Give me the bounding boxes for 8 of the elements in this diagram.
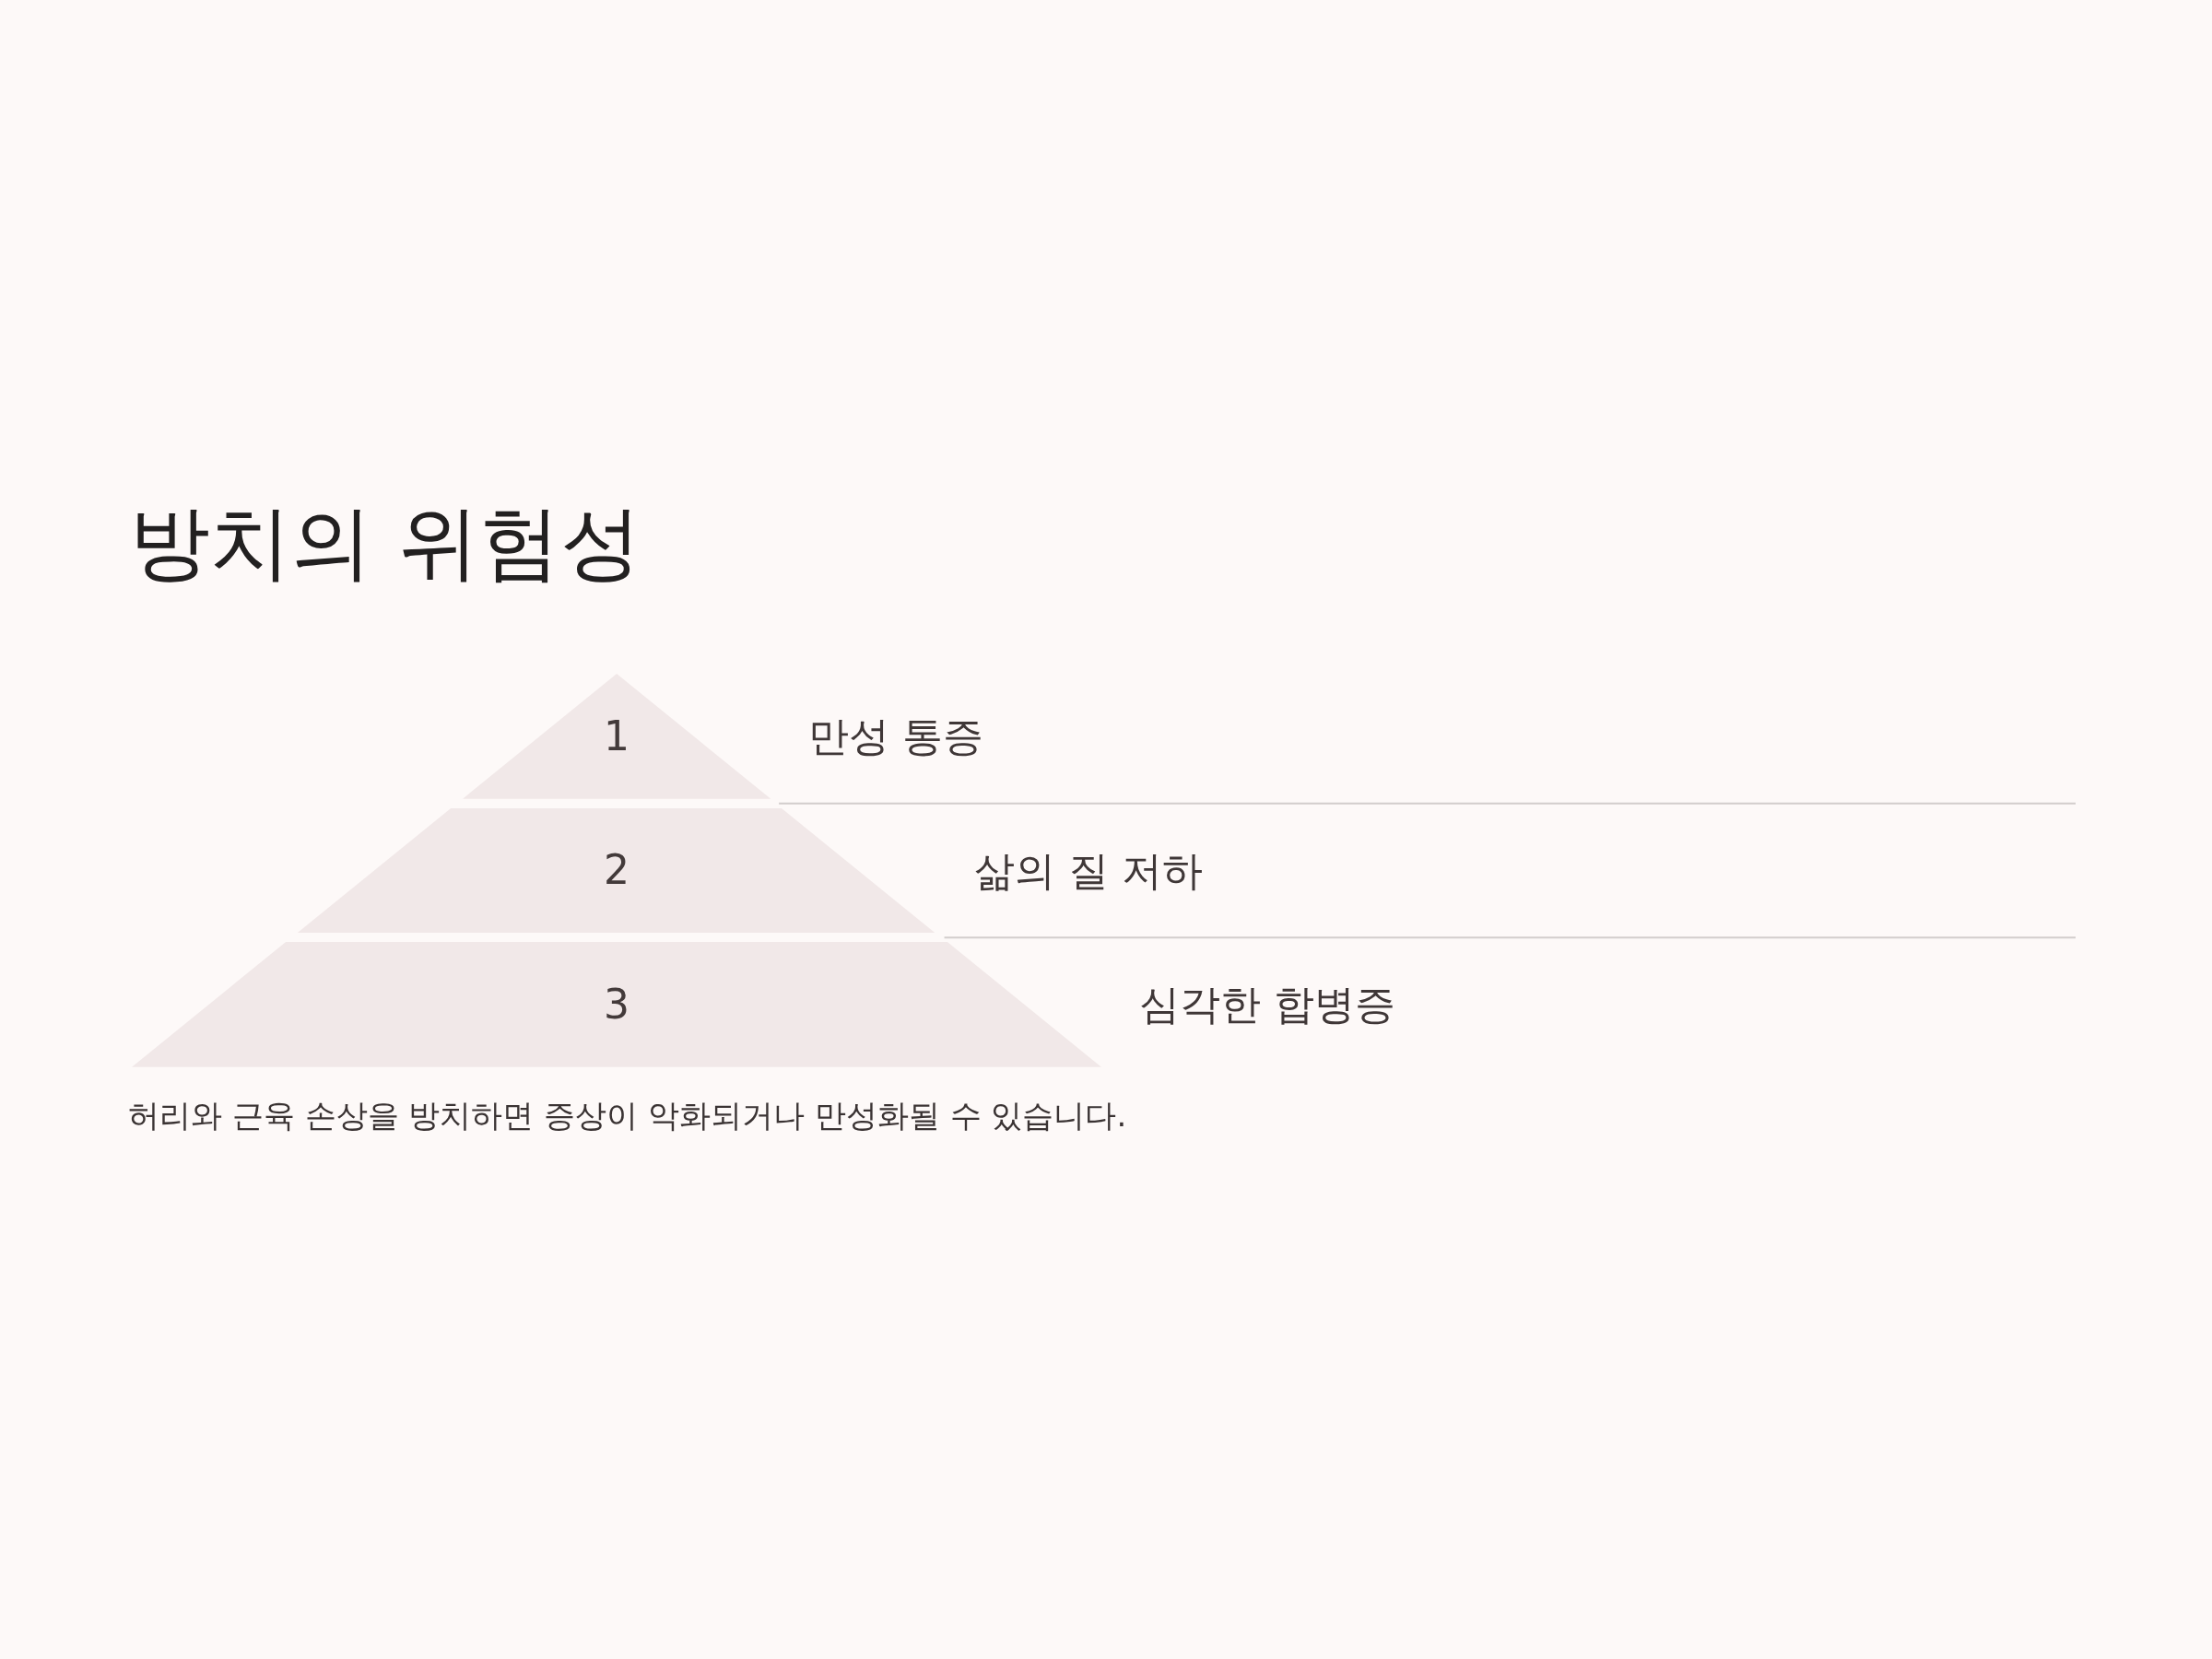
tier-number: 2	[604, 847, 629, 894]
tier-label: 심각한 합병증	[1139, 980, 1395, 1030]
tier-number: 1	[604, 712, 629, 760]
tier-label: 삶의 질 저하	[973, 846, 1203, 895]
tier-label: 만성 통증	[808, 712, 984, 761]
caption: 허리와 근육 손상을 방치하면 증상이 악화되거나 만성화될 수 있습니다.	[128, 1096, 1127, 1135]
title: 방치의 위험성	[129, 494, 641, 592]
tier-number: 3	[604, 981, 629, 1029]
